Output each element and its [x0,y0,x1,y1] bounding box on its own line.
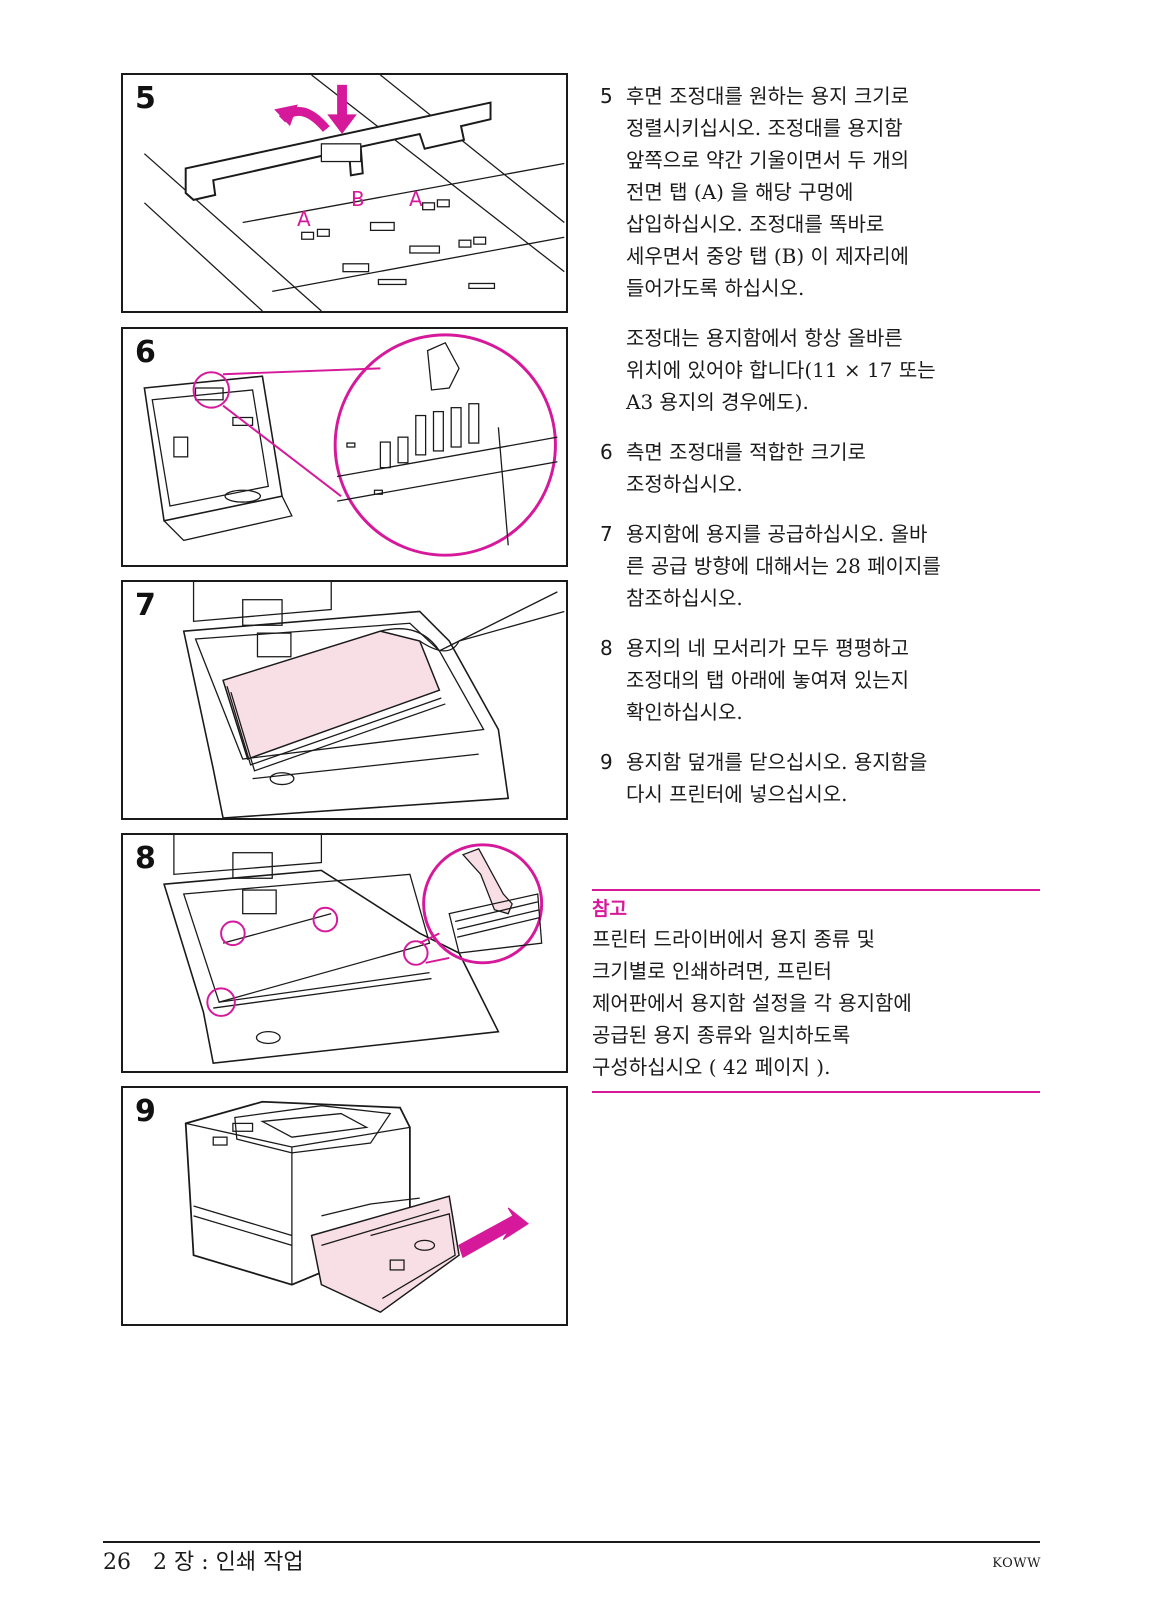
step-5: 5 후면 조정대를 원하는 용지 크기로 정렬시키십시오. 조정대를 용지함 앞… [600,80,1040,304]
note-box: 참고 프린터 드라이버에서 용지 종류 및 크기별로 인쇄하려면, 프린터 제어… [592,889,1040,1093]
label-a-right: A [409,187,423,211]
figure-step-8: 8 [121,833,568,1073]
note-body: 프린터 드라이버에서 용지 종류 및 크기별로 인쇄하려면, 프린터 제어판에서… [592,927,912,1079]
footer-divider [103,1541,1040,1543]
step-text: 용지의 네 모서리가 모두 평평하고 조정대의 탭 아래에 놓여져 있는지 확인… [626,636,910,724]
step-number: 5 [600,84,613,108]
load-paper-illustration [182,582,565,818]
rear-guide-illustration [143,75,565,311]
chapter-title: 2 장 : 인쇄 작업 [153,1550,304,1575]
step-number: 8 [600,636,613,660]
step-9: 9 용지함 덮개를 닫으십시오. 용지함을 다시 프린터에 넣으십시오. [600,746,1040,810]
step-6: 6 측면 조정대를 적합한 크기로 조정하십시오. [600,436,1040,500]
step-text: 용지함 덮개를 닫으십시오. 용지함을 다시 프린터에 넣으십시오. [626,750,928,806]
figure-number: 9 [135,1094,156,1129]
figure-number: 6 [135,335,156,370]
step-number: 6 [600,440,613,464]
note-title: 참고 [592,898,627,920]
instruction-steps: 5 후면 조정대를 원하는 용지 크기로 정렬시키십시오. 조정대를 용지함 앞… [600,80,1040,828]
figure-step-7: 7 [121,580,568,820]
step-8: 8 용지의 네 모서리가 모두 평평하고 조정대의 탭 아래에 놓여져 있는지 … [600,632,1040,728]
step-5-remark: 조정대는 용지함에서 항상 올바른 위치에 있어야 합니다(11 × 17 또는… [626,326,936,414]
label-b: B [351,187,365,211]
figure-step-9: 9 [121,1086,568,1326]
figure-step-5: 5 A B A [121,73,568,313]
step-number: 7 [600,522,613,546]
side-guide-illustration [143,333,558,557]
figure-step-6: 6 [121,327,568,567]
footer-page-info: 26 2 장 : 인쇄 작업 [103,1544,326,1576]
step-7: 7 용지함에 용지를 공급하십시오. 올바 른 공급 방향에 대해서는 28 페… [600,518,1040,614]
page-number: 26 [103,1550,131,1575]
step-text: 측면 조정대를 적합한 크기로 조정하십시오. [626,440,866,496]
label-a-left: A [297,207,311,231]
figure-number: 5 [135,81,156,116]
figure-number: 8 [135,841,156,876]
step-number: 9 [600,750,613,774]
close-tray-illustration [184,1100,529,1314]
step-text: 용지함에 용지를 공급하십시오. 올바 른 공급 방향에 대해서는 28 페이지… [626,522,941,610]
check-paper-illustration [163,835,544,1064]
footer-code: KOWW [992,1556,1041,1571]
step-text: 후면 조정대를 원하는 용지 크기로 정렬시키십시오. 조정대를 용지함 앞쪽으… [626,84,910,300]
figure-number: 7 [135,588,156,623]
